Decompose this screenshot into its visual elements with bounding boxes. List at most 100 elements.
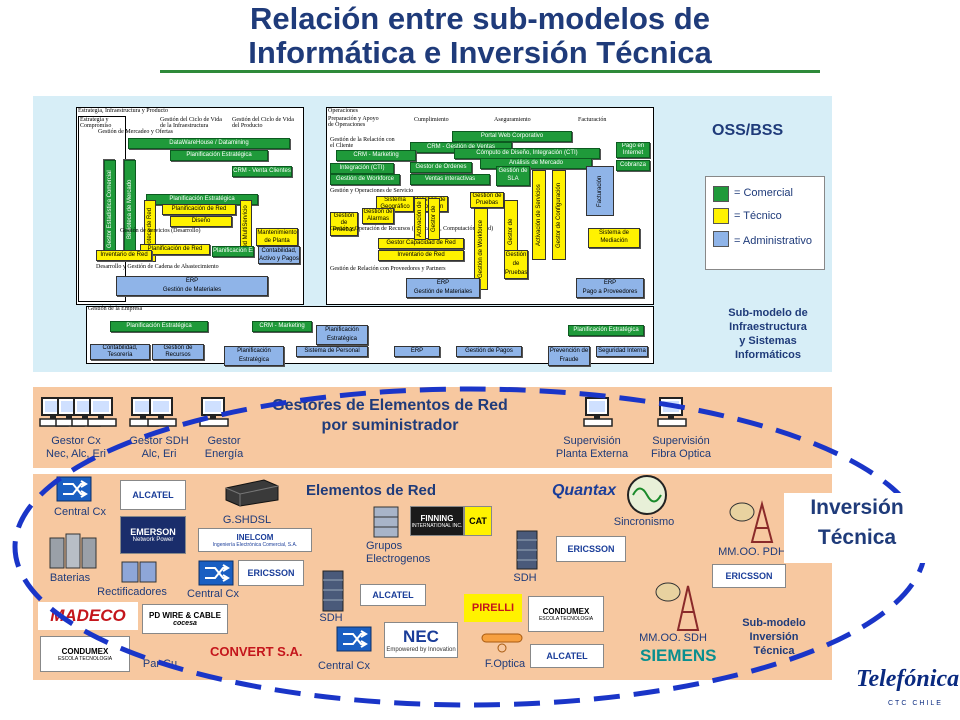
sdh-label-2: SDH <box>513 572 537 584</box>
telefonica-sub: CTC CHILE <box>888 700 943 707</box>
alcatel-logo-1: ALCATEL <box>120 480 186 510</box>
gestor-energia-caption: Gestor Energía <box>194 435 254 461</box>
payment-management-box: Gestión de Pagos <box>456 346 522 357</box>
testing-box-2: Gestión de Pruebas <box>330 212 358 236</box>
enterprise-strategic-planning-1: Planificación Estratégica <box>110 321 208 332</box>
erp-label: ERP <box>185 278 199 284</box>
condumex-logo-2-sub: ESCOLA TECNOLOGIA <box>538 615 594 622</box>
telefonica-logo: Telefónica <box>856 666 960 692</box>
condumex-logo-2: CONDUMEX ESCOLA TECNOLOGIA <box>528 596 604 632</box>
ericsson-logo-3: ERICSSON <box>712 564 786 588</box>
accounting-treasury-box: Contabilidad, Tesorería <box>90 344 150 360</box>
erp-materials-label: Gestión de Materiales <box>162 287 222 293</box>
gshdsl-modem-icon <box>225 479 279 507</box>
supervision-planta-line-2: Planta Externa <box>555 448 629 460</box>
pirelli-logo: PIRELLI <box>464 594 522 622</box>
element-managers-title: Gestores de Elementos de Red por suminis… <box>240 396 540 436</box>
corporate-portal-box: Portal Web Corporativo <box>452 131 572 142</box>
finning-logo: FINNING INTERNATIONAL INC. <box>410 506 464 536</box>
gestor-cx-caption: Gestor Cx Nec, Alc, Eri <box>34 435 118 461</box>
finning-logo-sub: INTERNATIONAL INC. <box>411 522 463 529</box>
interactive-sales-box: Ventas interactivas <box>410 174 490 185</box>
network-elements-title: Elementos de Red <box>306 482 437 499</box>
alcatel-logo-2: ALCATEL <box>360 584 426 606</box>
strategic-planning-box-3: Planificación Estratégica <box>212 246 254 257</box>
emerson-logo-text: EMERSON <box>130 527 176 537</box>
legend-administrative: = Administrativo <box>734 235 812 247</box>
inversion-subtitle-line-1: Sub-modelo <box>742 617 806 629</box>
mmoo-sdh-label: MM.OO. SDH <box>639 632 707 644</box>
page-title: Relación entre sub-modelos de Informátic… <box>0 2 960 70</box>
datawarehouse-box: DataWareHouse / Datamining <box>128 138 290 149</box>
operations-title: Operaciones <box>328 108 358 114</box>
hr-management-box: Gestión de Recursos Humanos <box>152 344 204 360</box>
par-cu-label: Par Cu <box>142 658 178 670</box>
grupos-label-line-2: Electrogenos <box>366 553 431 565</box>
inversion-tecnica-line-1: Inversión <box>810 496 904 519</box>
rectificadores-label: Rectificadores <box>97 586 167 598</box>
legend-commercial: = Comercial <box>734 187 793 199</box>
enterprise-crm-marketing: CRM - Marketing <box>252 321 312 332</box>
inelcom-logo-sub: Ingeniería Electrónica Comercial, S.A. <box>212 541 298 548</box>
ericsson-logo-2: ERICSSON <box>556 536 626 562</box>
inversion-subtitle-line-3: Técnica <box>753 645 795 657</box>
supervision-fibra-line-2: Fibra Optica <box>651 448 711 460</box>
fraud-prevention-box: Prevención de Fraude <box>548 346 590 366</box>
condumex-logo-2-text: CONDUMEX <box>542 606 590 616</box>
infra-subtitle-line-3: y Sistemas <box>739 335 797 347</box>
inversion-tecnica-line-2: Técnica <box>817 526 897 549</box>
central-cx-label-2: Central Cx <box>187 588 239 600</box>
title-line-1: Relación entre sub-modelos de <box>250 1 710 36</box>
section-infra-lifecycle-title: Gestión del Ciclo de Vida de la Infraest… <box>160 117 222 129</box>
inversion-submodel-subtitle: Sub-modelo Inversión Técnica <box>724 616 824 658</box>
ericsson-logo-1: ERICSSON <box>238 560 304 586</box>
emerson-logo-sub: Network Power <box>132 537 174 543</box>
ops-resources-title: Gestión y Operación de Recursos (Aplicac… <box>330 226 494 232</box>
legend-swatch-technical <box>713 208 729 224</box>
condumex-logo-1-sub: ESCOLA TECNOLOGIA <box>57 655 113 662</box>
gestor-cx-line-2: Nec, Alc, Eri <box>46 448 106 460</box>
inelcom-logo-text: INELCOM <box>236 532 274 542</box>
ops-erp-materials-label: Gestión de Materiales <box>413 289 473 295</box>
section-marketing-title: Gestión de Mercadeo y Ofertas <box>98 129 173 135</box>
ops-erp2-label: ERP <box>603 280 617 286</box>
central-cx-label-1: Central Cx <box>54 506 106 518</box>
enterprise-title: Gestión de la Empresa <box>88 306 143 312</box>
strategic-planning-box-1: Planificación Estratégica <box>170 150 268 161</box>
gestor-energia-line-2: Energía <box>204 448 244 460</box>
title-rule <box>160 70 820 73</box>
grupos-label-line-1: Grupos <box>366 540 403 552</box>
title-line-2: Informática e Inversión Técnica <box>248 35 712 70</box>
element-managers-title-line-2: por suministrador <box>321 417 459 434</box>
activation-box: Activación de Servicios <box>414 198 426 240</box>
personnel-system-box: Sistema de Personal <box>296 346 368 357</box>
convert-logo: CONVERT S.A. <box>210 644 303 659</box>
legend-technical: = Técnico <box>734 210 782 222</box>
ops-service-title: Gestión y Operaciones de Servicio <box>330 188 414 194</box>
collections-box: Cobranza <box>616 160 650 171</box>
section-strategy-title: Estrategia, Infraestructura y Producto <box>78 108 168 114</box>
alarms-box: Gestión de Alarmas <box>362 208 394 224</box>
supervision-fibra-line-1: Supervisión <box>652 435 710 447</box>
siemens-logo: SIEMENS <box>640 646 717 665</box>
madeco-logo: MADECO <box>38 602 138 630</box>
ops-customer-rel-title: Gestión de la Relación con el Cliente <box>330 137 395 149</box>
gestor-sdh-line-2: Alc, Eri <box>141 448 177 460</box>
workforce-box-1: Gestión de Workforce <box>330 174 400 185</box>
baterias-icon <box>49 533 97 569</box>
ops-erp2-payments-label: Pago a Proveedores <box>582 289 638 295</box>
enterprise-strategic-planning-3: Planificación Estratégica <box>568 325 644 336</box>
sincronismo-label: Sincronismo <box>613 516 675 528</box>
plant-maintenance-box: Mantenimiento de Planta <box>256 228 298 246</box>
cocesa-logo-text: cocesa <box>173 620 197 627</box>
configuration-box-small: Gestor de Configuración <box>428 198 440 240</box>
sdh-rack-icon-1 <box>322 570 344 612</box>
sdh-rack-icon-2 <box>516 530 538 570</box>
network-planning-box-2: Planificación de Red <box>140 244 210 255</box>
infra-subtitle-line-4: Informáticos <box>734 349 801 361</box>
ops-fulfillment-title: Cumplimiento <box>414 117 449 123</box>
grupos-label: Grupos Electrogenos <box>366 540 456 566</box>
enterprise-erp-box: ERP <box>394 346 440 357</box>
finning-logo-text: FINNING <box>420 513 454 523</box>
infra-submodel-subtitle: Sub-modelo de Infraestructura y Sistemas… <box>712 306 824 362</box>
